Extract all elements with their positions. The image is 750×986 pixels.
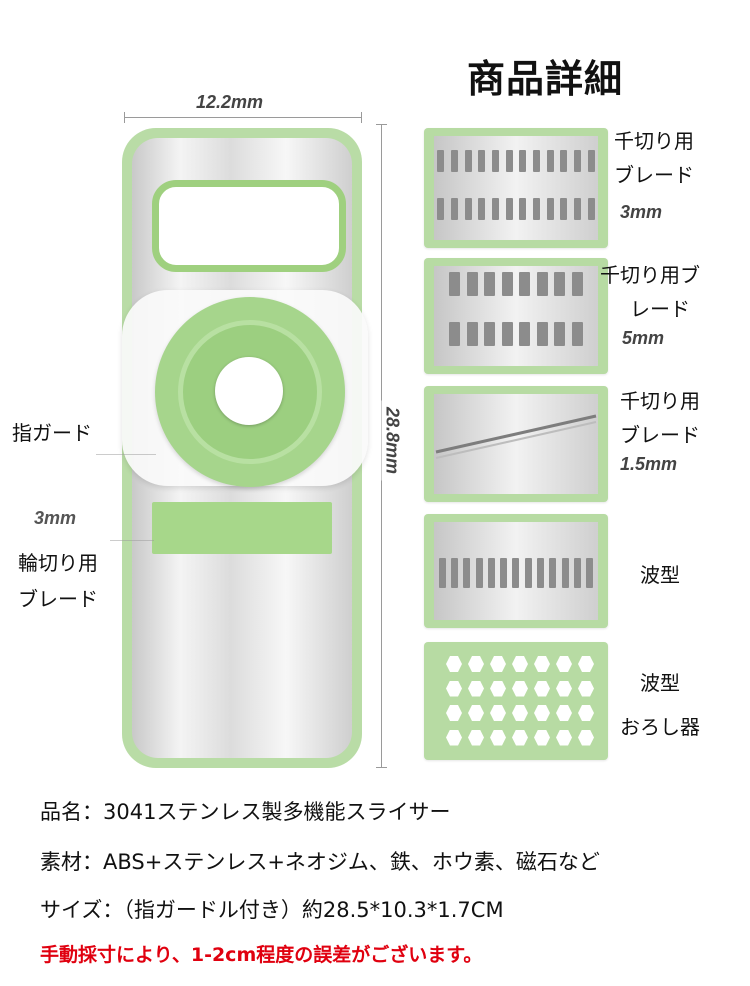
diagonal-blade-edge <box>435 414 597 459</box>
height-dimension: 28.8mm <box>381 400 403 481</box>
slot-leader <box>110 540 154 541</box>
blade-1-size: 3mm <box>620 202 663 222</box>
ring-blade-slot <box>152 502 332 554</box>
grater-holes <box>446 656 594 748</box>
blade-5-label-2: おろし器 <box>620 715 700 739</box>
stainless-plate <box>132 138 352 758</box>
blade-2-label-2: レード <box>630 297 690 321</box>
blade-1-label-1: 千切り用 <box>614 129 694 153</box>
blade-2-size: 5mm <box>622 328 665 348</box>
hand-grip-window <box>152 180 346 272</box>
guard-knob-center <box>215 357 283 425</box>
width-dimension-tick-right <box>361 112 362 123</box>
blade-3-label-2: ブレード <box>620 423 700 447</box>
blade-3-label-1: 千切り用 <box>620 389 700 413</box>
width-dimension-tick-left <box>124 112 125 123</box>
julienne-blade-5mm <box>424 258 608 374</box>
blade-plate <box>434 136 598 240</box>
teeth-row-bottom <box>446 322 586 346</box>
blade-plate <box>434 266 598 366</box>
wave-blade <box>424 514 608 628</box>
spec-size: サイズ：（指ガードル付き）約28.5*10.3*1.7CM <box>40 898 504 922</box>
measurement-note: 手動採寸により、1-2cm程度の誤差がございます。 <box>40 944 483 966</box>
finger-guard-leader <box>96 454 156 455</box>
height-dimension-tick-top <box>376 124 387 125</box>
blade-4-label: 波型 <box>640 563 680 587</box>
teeth-row-top <box>434 150 598 172</box>
blade-3-size: 1.5mm <box>620 454 678 474</box>
ring-blade-label-2: ブレード <box>18 587 98 611</box>
page-title: 商品詳細 <box>466 57 623 101</box>
spec-name: 品名：3041ステンレス製多機能スライサー <box>40 800 451 824</box>
julienne-blade-3mm <box>424 128 608 248</box>
ring-blade-label-1: 輪切り用 <box>18 551 98 575</box>
finger-guard-label: 指ガード <box>12 421 92 445</box>
slot-size-label: 3mm <box>34 508 77 528</box>
teeth-row-top <box>446 272 586 296</box>
blade-plate <box>434 394 598 494</box>
blade-2-label-1: 千切り用ブ <box>600 263 700 287</box>
julienne-blade-1-5mm <box>424 386 608 502</box>
wave-grater <box>424 642 608 760</box>
teeth-row-bottom <box>434 198 598 220</box>
height-dimension-tick-bottom <box>376 767 387 768</box>
width-dimension-line <box>124 117 362 118</box>
blade-5-label-1: 波型 <box>640 671 680 695</box>
wave-edge <box>436 558 596 588</box>
spec-material: 素材：ABS+ステンレス+ネオジム、鉄、ホウ素、磁石など <box>40 850 600 874</box>
blade-1-label-2: ブレード <box>614 163 694 187</box>
width-dimension: 12.2mm <box>196 92 264 112</box>
slicer-body <box>122 128 362 768</box>
